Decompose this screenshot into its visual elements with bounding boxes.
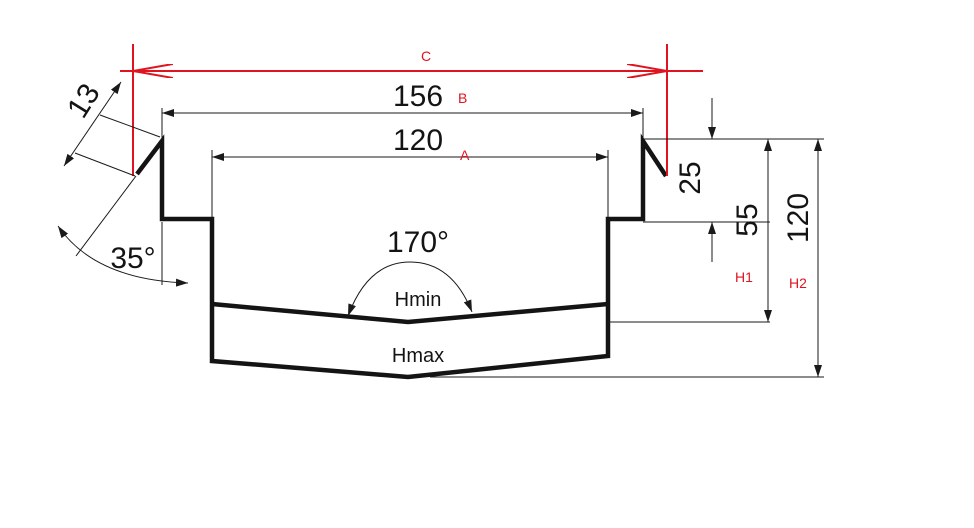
dimension-55: 55 H1 [608,138,775,323]
label-b: B [458,90,467,106]
label-120-width: 120 [393,124,443,157]
dimension-25: 25 [643,98,716,262]
label-13: 13 [61,78,107,124]
profile-outline [135,133,668,380]
label-h1: H1 [735,269,753,285]
label-170: 170° [387,226,449,259]
dimension-156: 156 B [161,80,644,138]
label-a: A [460,147,470,163]
label-c: C [421,48,431,64]
dimension-c: C [120,44,703,176]
label-120-height: 120 [782,193,815,243]
label-hmax: Hmax [392,345,444,367]
label-25: 25 [674,161,707,194]
label-35: 35° [110,242,155,275]
label-hmin: Hmin [395,289,442,311]
label-156: 156 [393,80,443,113]
dimension-120-width: 120 A [211,124,609,217]
dimension-35-deg: 35° [57,175,189,287]
dimension-170-deg: 170° [347,226,473,317]
label-h2: H2 [789,275,807,291]
dimension-120-height: 120 H2 [430,138,824,378]
label-55: 55 [731,203,764,236]
